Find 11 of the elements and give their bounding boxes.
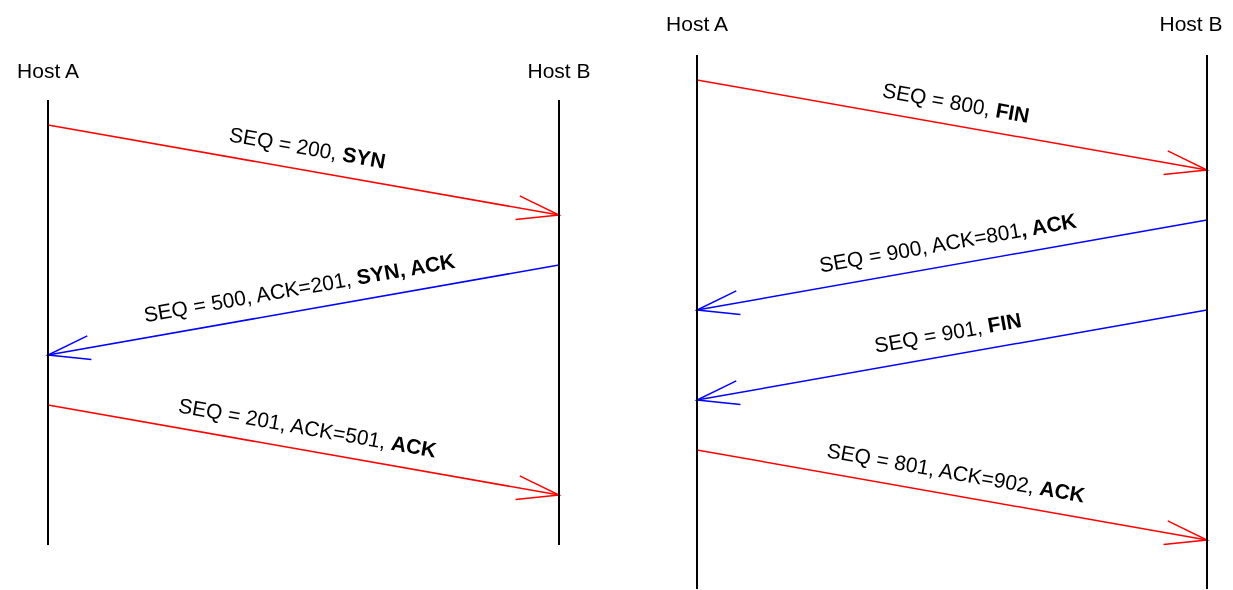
host-label: Host B [1159, 11, 1223, 37]
arrow [47, 124, 560, 221]
host-label: Host A [17, 58, 79, 84]
arrow [47, 404, 560, 501]
arrow [696, 219, 1208, 316]
host-label: Host A [666, 11, 728, 37]
arrow [696, 79, 1208, 176]
arrow [47, 264, 560, 361]
arrow [696, 309, 1208, 406]
arrow [696, 449, 1208, 546]
host-label: Host B [527, 58, 591, 84]
